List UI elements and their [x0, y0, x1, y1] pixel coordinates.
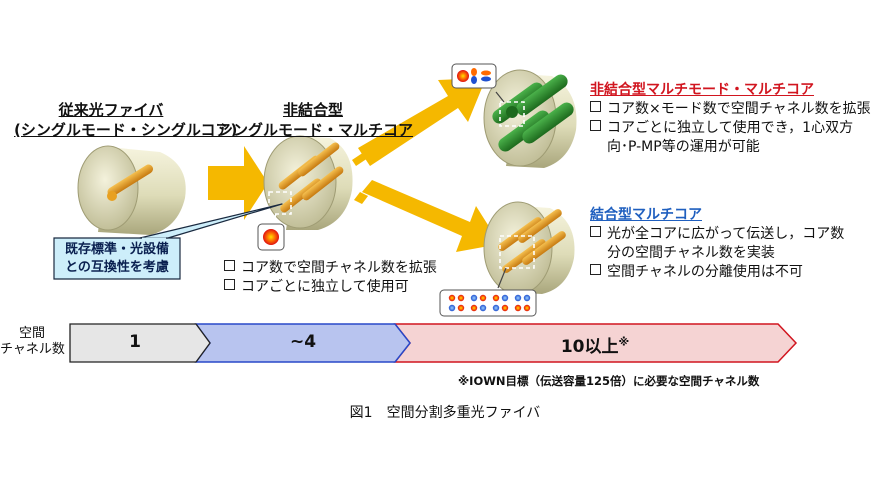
- bullet-item: 空間チャネルの分離使用は不可: [590, 263, 844, 282]
- stage-3-mark: ※: [618, 335, 630, 349]
- bullet-item-cont: 向･P-MP等の運用が可能: [607, 139, 760, 155]
- mode-spot-single: [257, 223, 285, 251]
- fiber-uncoupled-sm-illustration: [263, 135, 353, 230]
- figure-caption: 図1 空間分割多重光ファイバ: [349, 405, 541, 421]
- uncoupled-sm-bullets: コア数で空間チャネル数を拡張 コアごとに独立して使用可: [224, 259, 437, 297]
- stage-2-label: ~4: [289, 332, 317, 352]
- bullet-item: 光が全コアに広がって伝送し，コア数: [590, 225, 844, 244]
- mode-spots-coupled: [439, 289, 537, 317]
- bullet-item-cont: 分の空間チャネル数を実装: [607, 245, 775, 261]
- coupled-title: 結合型マルチコア: [590, 207, 702, 223]
- arrow-to-uncoupled-mm: [352, 78, 486, 166]
- bullet-item: コアごとに独立して使用可: [224, 278, 437, 297]
- mode-spots-multi: [451, 63, 497, 89]
- fiber-uncoupled-sm-title: 非結合型 シングルモード・マルチコア: [218, 101, 414, 139]
- compat-callout-shape: [53, 203, 283, 280]
- stage-1-label: 1: [129, 332, 141, 352]
- footnote: ※IOWN目標（伝送容量125倍）に必要な空間チャネル数: [458, 374, 760, 388]
- uncoupled-mm-bullets: コア数×モード数で空間チャネル数を拡張 コアごとに独立して使用でき，1心双方 向…: [590, 100, 871, 157]
- uncoupled-mm-title: 非結合型マルチモード・マルチコア: [590, 82, 814, 98]
- arrow-to-coupled: [354, 180, 500, 252]
- arrow-to-uncoupled-sm: [208, 146, 268, 220]
- bullet-item: コア数で空間チャネル数を拡張: [224, 259, 437, 278]
- fiber-conventional-illustration: [77, 145, 186, 235]
- channel-axis-bars: [69, 323, 798, 363]
- fiber-uncoupled-mm-illustration: [483, 69, 577, 168]
- fiber-conventional-title: 従来光ファイバ (シングルモード・シングルコア): [14, 101, 238, 139]
- stage-3-label: 10以上※: [560, 335, 630, 357]
- compat-callout: 既存標準・光設備 との互換性を考慮: [64, 242, 169, 275]
- fiber-coupled-illustration: [483, 201, 575, 295]
- coupled-bullets: 光が全コアに広がって伝送し，コア数 分の空間チャネル数を実装 空間チャネルの分離…: [590, 225, 844, 282]
- channel-axis-label: 空間 チャネル数: [0, 326, 65, 357]
- bullet-item: コアごとに独立して使用でき，1心双方: [590, 119, 871, 138]
- bullet-item: コア数×モード数で空間チャネル数を拡張: [590, 100, 871, 119]
